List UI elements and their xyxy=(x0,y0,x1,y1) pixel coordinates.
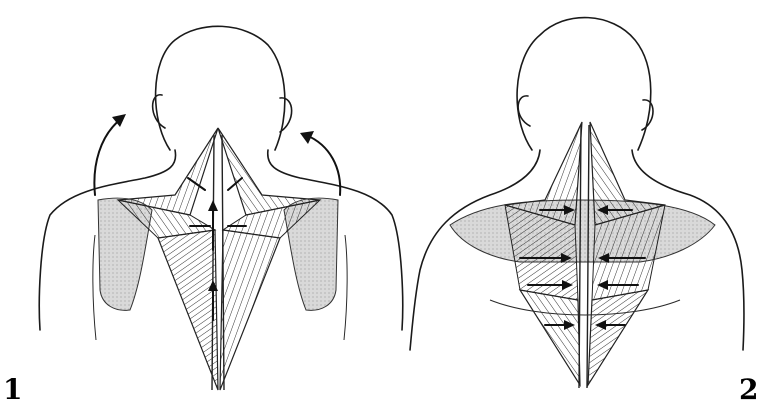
figure-2-label: 2 xyxy=(739,376,758,404)
figure-1-left-ear xyxy=(153,95,165,128)
figure-1-upper-trapezius xyxy=(118,128,218,215)
figure-1-label: 1 xyxy=(3,376,22,404)
figure-1-right-rotation-arrow xyxy=(306,135,340,195)
figure-1-back-view xyxy=(39,26,402,390)
figure-2-lower-trapezius xyxy=(520,290,580,385)
figure-2-head xyxy=(517,18,651,150)
figure-2-right-ear xyxy=(642,100,653,130)
figure-1-lower-trapezius xyxy=(158,230,218,390)
figure-2-back-region xyxy=(450,200,715,262)
figure-2-back-view xyxy=(410,18,744,388)
